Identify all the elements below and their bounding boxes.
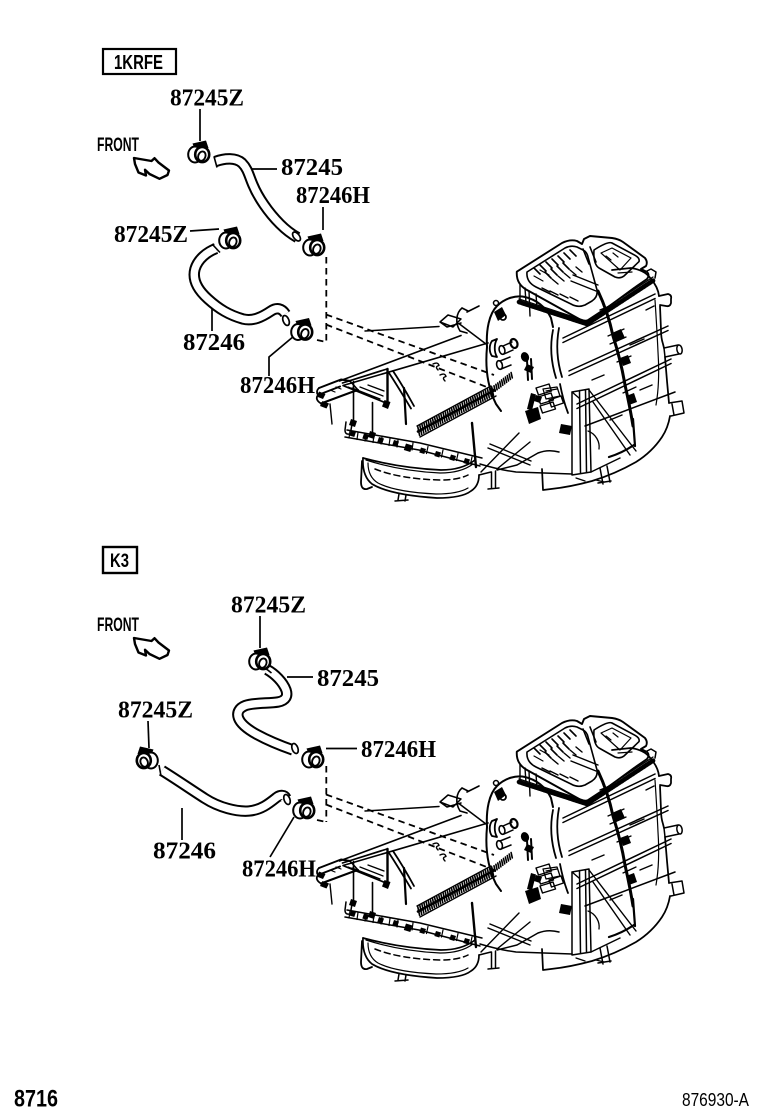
svg-text:87245Z: 87245Z bbox=[170, 86, 244, 112]
svg-text:87246: 87246 bbox=[183, 330, 245, 356]
svg-text:8716: 8716 bbox=[14, 1086, 58, 1112]
svg-text:87245: 87245 bbox=[281, 155, 343, 181]
svg-text:87246: 87246 bbox=[153, 839, 216, 865]
svg-text:K3: K3 bbox=[110, 551, 129, 572]
svg-text:87245: 87245 bbox=[317, 666, 379, 692]
svg-text:87245Z: 87245Z bbox=[114, 222, 188, 248]
svg-text:FRONT: FRONT bbox=[97, 135, 139, 156]
svg-text:87246H: 87246H bbox=[296, 183, 370, 209]
svg-text:876930-A: 876930-A bbox=[682, 1090, 749, 1110]
svg-text:87246H: 87246H bbox=[361, 737, 436, 763]
svg-text:FRONT: FRONT bbox=[97, 615, 139, 636]
svg-text:1KRFE: 1KRFE bbox=[114, 52, 163, 74]
svg-text:87246H: 87246H bbox=[240, 373, 315, 399]
svg-text:87245Z: 87245Z bbox=[118, 698, 193, 724]
svg-text:87245Z: 87245Z bbox=[231, 593, 306, 619]
svg-text:87246H: 87246H bbox=[242, 857, 316, 883]
